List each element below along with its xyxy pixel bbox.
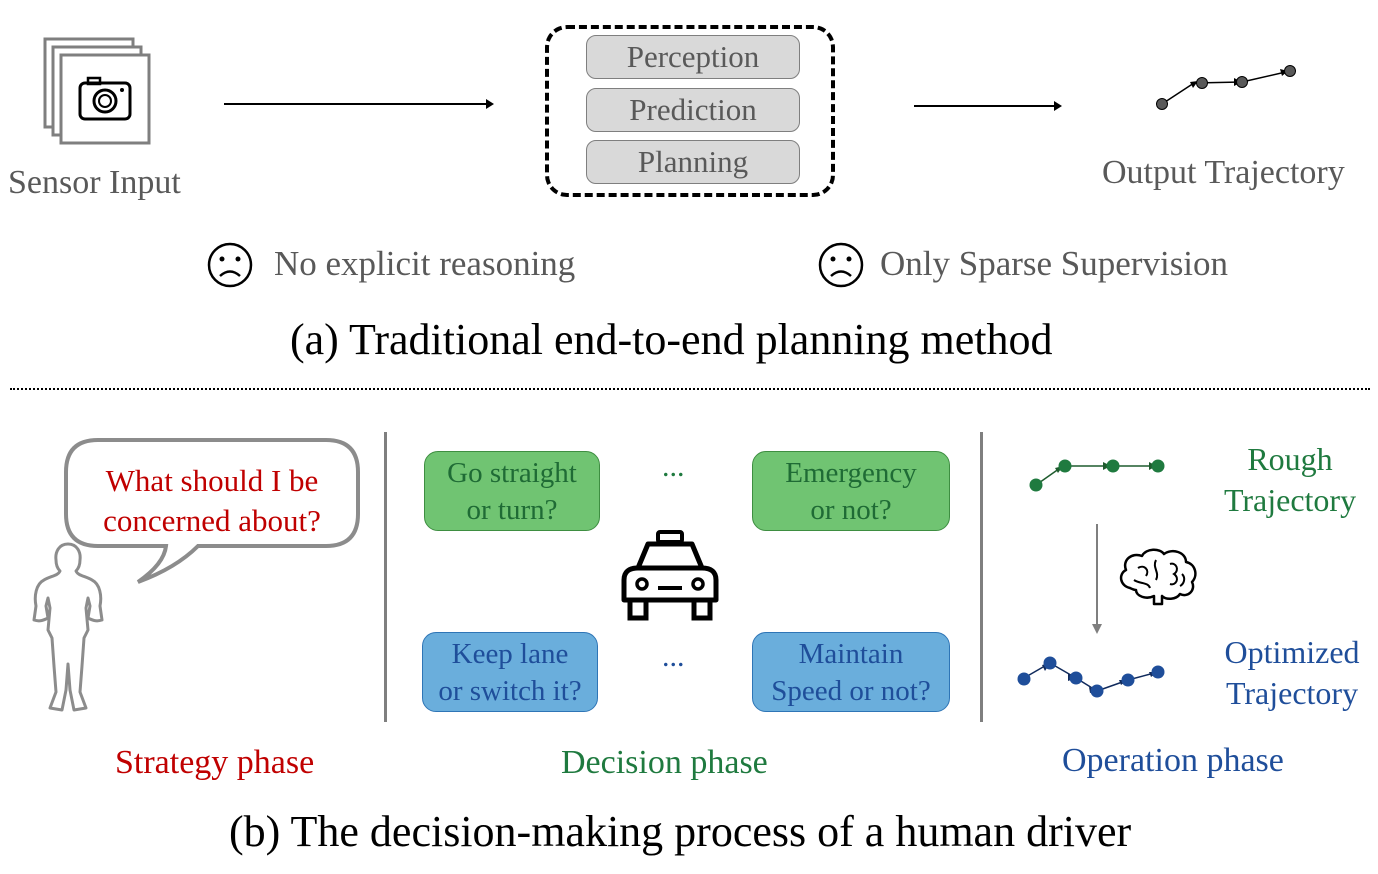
person-outline-icon — [32, 542, 104, 712]
ellipsis-blue: ... — [662, 640, 685, 673]
question-line: or turn? — [466, 494, 558, 526]
sad-face-icon — [818, 242, 864, 288]
question-keep-lane: Keep lane or switch it? — [422, 632, 598, 712]
question-line: or not? — [810, 494, 892, 526]
module-perception: Perception — [586, 35, 800, 79]
rough-trajectory-line-2: Trajectory — [1223, 482, 1357, 518]
ellipsis-green: ... — [662, 450, 685, 483]
car-icon — [621, 530, 719, 621]
phase-divider-1 — [384, 432, 387, 722]
drawback-sparse-supervision: Only Sparse Supervision — [880, 244, 1229, 283]
phase-divider-2 — [980, 432, 983, 722]
question-line: Go straight — [447, 457, 577, 489]
section-divider — [10, 388, 1370, 390]
caption-a: (a) Traditional end-to-end planning meth… — [290, 315, 1053, 364]
question-emergency: Emergency or not? — [752, 451, 950, 531]
question-line: or switch it? — [438, 675, 582, 707]
arrow-right-icon — [224, 99, 494, 109]
question-line: Speed or not? — [771, 675, 931, 707]
decision-phase-label: Decision phase — [561, 744, 768, 781]
sensor-stack-icon — [43, 37, 151, 145]
arrow-right-icon — [914, 101, 1062, 111]
rough-trajectory-line-1: Rough — [1247, 441, 1333, 477]
speech-bubble — [64, 438, 360, 584]
caption-b: (b) The decision-making process of a hum… — [229, 807, 1132, 856]
question-line: Maintain — [798, 638, 904, 670]
question-line: Keep lane — [451, 638, 569, 670]
output-trajectory-label: Output Trajectory — [1102, 154, 1345, 191]
module-prediction: Prediction — [586, 88, 800, 132]
model-container — [545, 25, 835, 197]
optimized-trajectory-line-1: Optimized — [1224, 634, 1360, 670]
rough-trajectory-icon — [1029, 459, 1165, 492]
optimized-trajectory-line-2: Trajectory — [1225, 675, 1359, 711]
question-go-straight: Go straight or turn? — [424, 451, 600, 531]
operation-phase-label: Operation phase — [1062, 742, 1284, 779]
drawback-no-reasoning: No explicit reasoning — [274, 244, 576, 283]
optimized-trajectory-icon — [1017, 656, 1165, 698]
brain-icon — [1119, 548, 1197, 606]
arrow-down-icon — [1092, 524, 1102, 634]
question-line: Emergency — [785, 457, 917, 489]
sad-face-icon — [207, 242, 253, 288]
speech-line-2: concerned about? — [103, 503, 321, 538]
strategy-phase-label: Strategy phase — [115, 744, 315, 781]
sensor-input-label: Sensor Input — [8, 164, 181, 201]
output-trajectory-icon — [1156, 65, 1296, 110]
speech-line-1: What should I be — [105, 463, 319, 498]
module-planning: Planning — [586, 140, 800, 184]
question-maintain-speed: Maintain Speed or not? — [752, 632, 950, 712]
camera-icon — [78, 76, 132, 121]
